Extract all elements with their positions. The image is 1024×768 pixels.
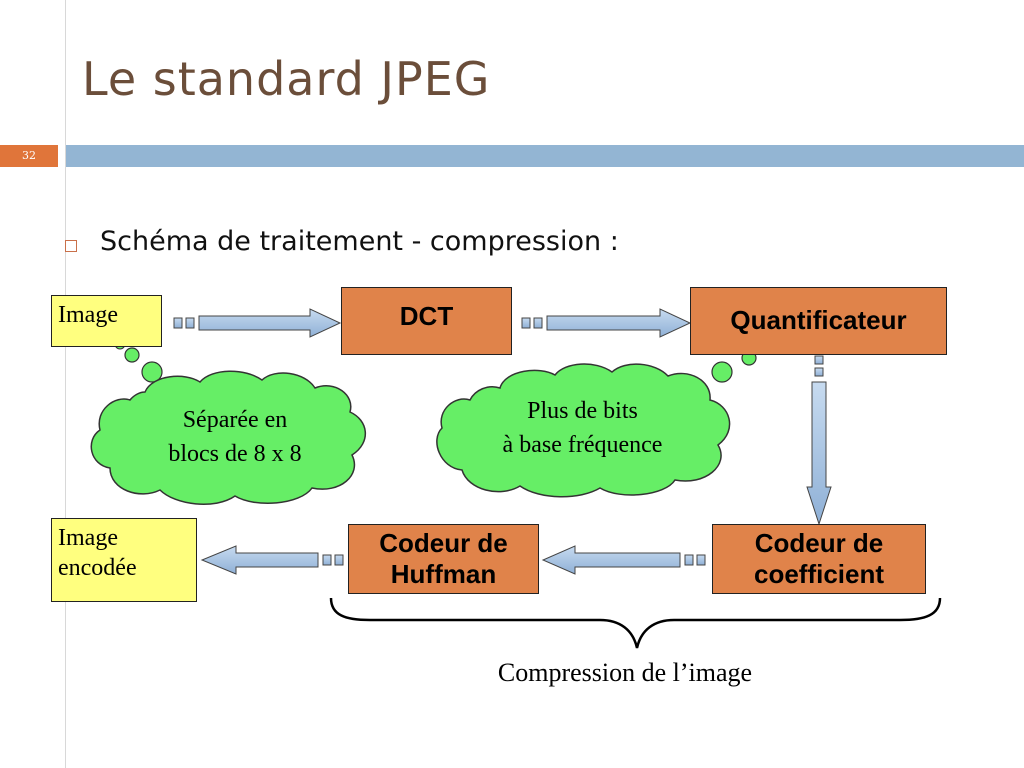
output-image-label-line1: Image: [58, 525, 118, 551]
bullet-square-icon: [65, 240, 77, 252]
cloud-separee-text: Séparée en blocs de 8 x 8: [110, 404, 360, 471]
coefficient-label-line1: Codeur de: [754, 527, 884, 558]
output-image-box: Image encodée: [51, 518, 197, 602]
dct-box: DCT: [341, 287, 512, 355]
quantificateur-label: Quantificateur: [730, 305, 907, 336]
input-image-label: Image: [58, 302, 118, 328]
cloud-plus-de-bits-line1: Plus de bits: [527, 398, 638, 424]
output-image-label-line2: encodée: [58, 555, 137, 581]
arrow-coefficient-to-huffman: [541, 545, 706, 575]
compression-brace: [329, 597, 942, 649]
huffman-label-line2: Huffman: [390, 559, 497, 589]
cloud-separee-line2: blocs de 8 x 8: [168, 440, 302, 467]
coefficient-box: Codeur de coefficient: [712, 524, 926, 594]
huffman-box: Codeur de Huffman: [348, 524, 539, 594]
compression-caption: Compression de l’image: [497, 658, 753, 687]
coefficient-label-line2: coefficient: [753, 559, 885, 589]
arrow-image-to-dct: [173, 308, 342, 338]
cloud-plus-de-bits-text: Plus de bits à base fréquence: [450, 395, 715, 462]
input-image-box: Image: [51, 295, 162, 347]
arrow-quantificateur-to-coefficient: [806, 355, 832, 526]
slide-subtitle: Schéma de traitement - compression :: [100, 226, 619, 257]
arrow-huffman-to-output: [200, 545, 344, 575]
arrow-dct-to-quantificateur: [521, 308, 692, 338]
slide-number: 32: [0, 145, 58, 167]
quantificateur-box: Quantificateur: [690, 287, 947, 355]
slide-left-rule: [65, 0, 66, 768]
huffman-label-line1: Codeur de: [379, 527, 508, 558]
title-underline-bar: [66, 145, 1024, 167]
dct-label: DCT: [399, 301, 454, 332]
cloud-plus-de-bits-line2: à base fréquence: [502, 431, 663, 458]
cloud-separee-line1: Séparée en: [182, 407, 288, 433]
slide-title: Le standard JPEG: [82, 52, 491, 106]
